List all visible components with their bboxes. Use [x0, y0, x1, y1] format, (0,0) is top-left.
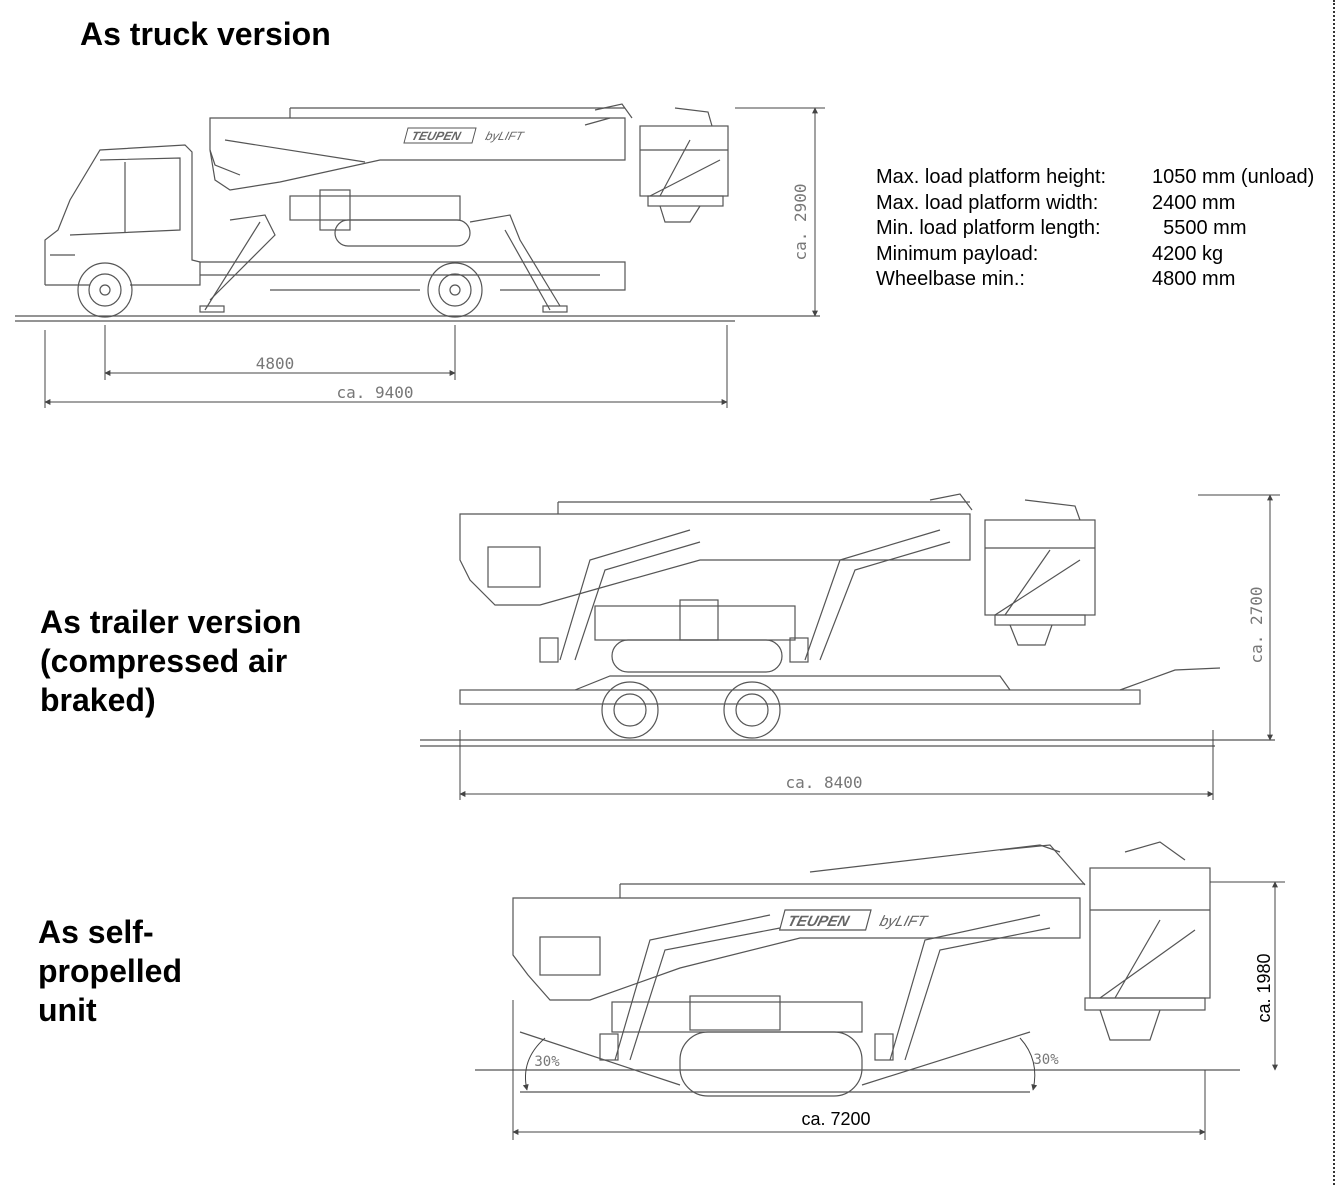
spec-value: 5500 mm	[1152, 217, 1247, 239]
spec-row: Minimum payload: 4200 kg	[876, 242, 1314, 268]
wheel	[601, 681, 659, 739]
spec-row: Max. load platform height: 1050 mm (unloa…	[876, 165, 1314, 191]
dim-truck-height: ca. 2900	[791, 183, 810, 260]
spec-table: Max. load platform height: 1050 mm (unloa…	[876, 165, 1314, 293]
spec-value: 4200 kg	[1152, 242, 1224, 265]
dim-self-height: ca. 1980	[1254, 953, 1274, 1022]
heading-self-propelled: As self- propelled unit	[38, 913, 182, 1030]
spec-label: Max. load platform height:	[876, 166, 1107, 188]
wheel	[77, 262, 133, 318]
heading-self-line-1: As self-	[38, 914, 154, 950]
heading-self-line-2: propelled	[38, 953, 183, 989]
trailer-dimensions	[459, 494, 1280, 800]
spec-row: Wheelbase min.: 4800 mm	[876, 267, 1314, 293]
heading-trailer-line-2: (compressed air	[40, 643, 288, 679]
spec-value: 2400 mm	[1152, 191, 1236, 214]
dim-wheelbase: 4800	[256, 354, 295, 373]
trailer-drawing	[420, 493, 1275, 747]
teupen-logo: TEUPEN byLIFT	[778, 909, 931, 931]
self-propelled-drawing	[475, 841, 1240, 1097]
heading-trailer-line-3: braked)	[40, 682, 156, 718]
teupen-logo: TEUPEN byLIFT	[403, 127, 527, 144]
logo-brand-text: TEUPEN	[786, 913, 852, 930]
page-edge-divider	[1333, 0, 1335, 1185]
dim-self-length: ca. 7200	[801, 1109, 870, 1129]
dim-trailer-height: ca. 2700	[1247, 586, 1266, 663]
dim-trailer-length: ca. 8400	[785, 773, 862, 792]
spec-label: Max. load platform width:	[876, 191, 1099, 214]
spec-label: Min. load platform length:	[876, 217, 1101, 239]
truck-dimensions	[44, 107, 825, 408]
logo-brand-text: TEUPEN	[410, 129, 463, 143]
slope-left-label: 30%	[534, 1054, 560, 1070]
spec-label: Minimum payload:	[876, 242, 1039, 265]
spec-label: Wheelbase min.:	[876, 268, 1025, 290]
truck-drawing	[15, 103, 820, 322]
heading-self-line-3: unit	[38, 992, 97, 1028]
self-propelled-dimensions	[512, 881, 1285, 1140]
spec-value: 4800 mm	[1152, 268, 1236, 290]
heading-truck-version: As truck version	[80, 16, 331, 52]
dim-truck-length: ca. 9400	[336, 383, 413, 402]
heading-trailer-line-1: As trailer version	[40, 604, 302, 640]
heading-trailer-version: As trailer version (compressed air brake…	[40, 603, 301, 720]
spec-row: Min. load platform length: 5500 mm	[876, 216, 1314, 242]
slope-right-label: 30%	[1033, 1052, 1059, 1068]
logo-suffix-text: byLIFT	[484, 129, 527, 143]
spec-value: 1050 mm (unload)	[1152, 166, 1315, 188]
logo-suffix-text: byLIFT	[878, 913, 931, 930]
wheel	[723, 681, 781, 739]
spec-row: Max. load platform width: 2400 mm	[876, 191, 1314, 217]
wheel	[427, 262, 483, 318]
